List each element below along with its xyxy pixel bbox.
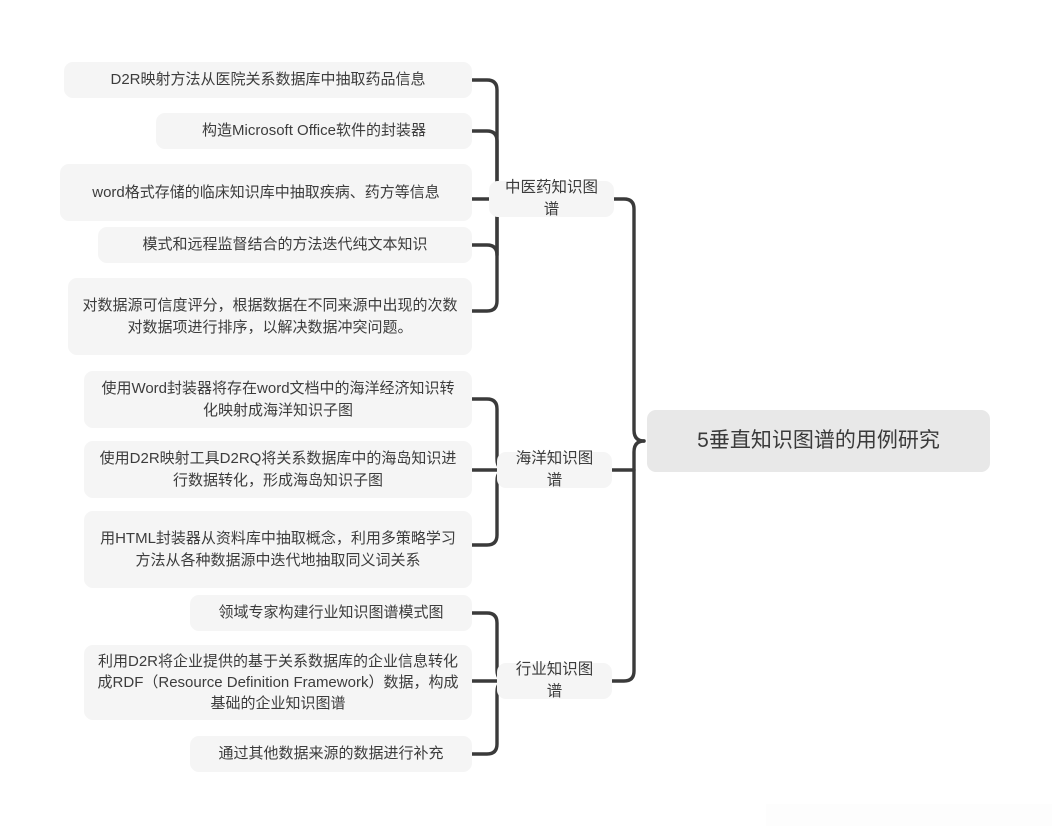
branch-node-ocean[interactable]: 海洋知识图谱 <box>497 450 612 489</box>
leaf-node[interactable]: 对数据源可信度评分，根据数据在不同来源中出现的次数对数据项进行排序，以解决数据冲… <box>68 278 472 355</box>
leaf-node[interactable]: 构造Microsoft Office软件的封装器 <box>156 113 472 149</box>
leaf-node[interactable]: D2R映射方法从医院关系数据库中抽取药品信息 <box>64 62 472 98</box>
leaf-node[interactable]: 领域专家构建行业知识图谱模式图 <box>190 595 472 631</box>
leaf-node[interactable]: 通过其他数据来源的数据进行补充 <box>190 736 472 772</box>
leaf-node[interactable]: word格式存储的临床知识库中抽取疾病、药方等信息 <box>60 164 472 221</box>
leaf-node[interactable]: 模式和远程监督结合的方法迭代纯文本知识 <box>98 227 472 263</box>
branch-node-industry[interactable]: 行业知识图谱 <box>497 661 612 700</box>
leaf-node[interactable]: 用HTML封装器从资料库中抽取概念，利用多策略学习方法从各种数据源中迭代地抽取同… <box>84 511 472 588</box>
decorative-band <box>766 804 1052 826</box>
leaf-node[interactable]: 利用D2R将企业提供的基于关系数据库的企业信息转化成RDF（Resource D… <box>84 645 472 720</box>
leaf-node[interactable]: 使用D2R映射工具D2RQ将关系数据库中的海岛知识进行数据转化，形成海岛知识子图 <box>84 441 472 498</box>
leaf-node[interactable]: 使用Word封装器将存在word文档中的海洋经济知识转化映射成海洋知识子图 <box>84 371 472 428</box>
branch-node-tcm[interactable]: 中医药知识图谱 <box>489 179 614 218</box>
root-node[interactable]: 5垂直知识图谱的用例研究 <box>647 410 990 472</box>
